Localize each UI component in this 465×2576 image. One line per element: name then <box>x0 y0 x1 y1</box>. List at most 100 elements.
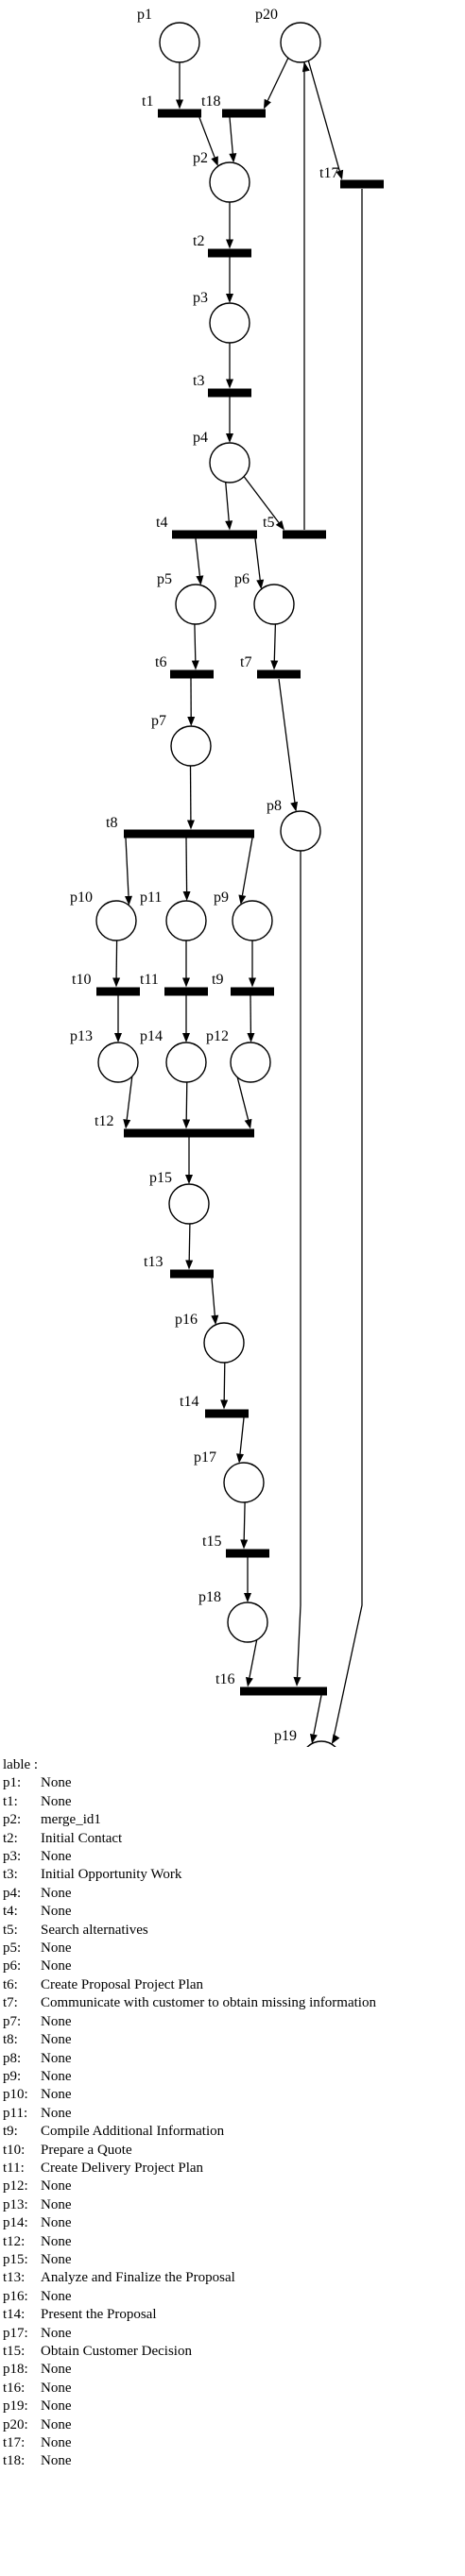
legend-key: t15: <box>3 2344 26 2359</box>
place-label-p9: p9 <box>214 890 229 906</box>
place-label-p7: p7 <box>151 713 166 729</box>
legend-value: None <box>41 2178 72 2195</box>
legend-value: Obtain Customer Decision <box>41 2344 192 2359</box>
arc-p9-t9 <box>249 941 256 988</box>
legend-row: p9:None <box>3 2068 376 2086</box>
place-label-p19: p19 <box>274 1728 297 1744</box>
legend-key: p19: <box>3 2398 28 2415</box>
transition-label-t17: t17 <box>319 165 338 181</box>
place-p11 <box>165 900 207 941</box>
place-label-p16: p16 <box>175 1312 198 1328</box>
legend-value: None <box>41 2362 72 2378</box>
legend-value: None <box>41 2380 72 2396</box>
legend-key: t14: <box>3 2307 26 2323</box>
place-p2 <box>209 161 250 203</box>
place-p10 <box>95 900 137 941</box>
place-label-p2: p2 <box>193 150 208 166</box>
legend-key: p17: <box>3 2325 28 2341</box>
legend-key: p20: <box>3 2416 28 2432</box>
arc-p13-t12 <box>123 1076 133 1129</box>
arc-p10-t10 <box>112 940 121 988</box>
arc-t8-p10 <box>124 838 132 906</box>
arc-p12-t12 <box>236 1076 252 1129</box>
transition-t7 <box>257 669 301 679</box>
legend-key: t7: <box>3 1995 18 2011</box>
arc-p4-t5 <box>243 476 284 531</box>
transition-label-t11: t11 <box>140 972 159 988</box>
place-p7 <box>170 725 212 767</box>
legend-key: p16: <box>3 2288 28 2304</box>
legend-value: None <box>41 2215 72 2231</box>
legend-row: t2:Initial Contact <box>3 1830 376 1848</box>
legend-row: p12:None <box>3 2178 376 2195</box>
legend-row: t11: Create Delivery Project Plan <box>3 2160 376 2178</box>
place-label-p17: p17 <box>194 1449 216 1466</box>
legend-value: Prepare a Quote <box>41 2142 132 2158</box>
arc-t8-p9 <box>238 838 253 906</box>
arc-p15-t13 <box>185 1223 194 1270</box>
transition-label-t5: t5 <box>263 515 274 531</box>
arc-t6-p7 <box>187 678 196 727</box>
legend-row: p19:None <box>3 2398 376 2415</box>
legend-key: t17: <box>3 2435 26 2451</box>
legend-key: t3: <box>3 1867 18 1883</box>
legend-row: t9: Compile Additional Information <box>3 2123 376 2141</box>
legend-value: None <box>41 1793 72 1809</box>
arc-t15-p18 <box>244 1557 251 1602</box>
transition-label-t13: t13 <box>144 1254 163 1270</box>
transition-label-t12: t12 <box>95 1113 113 1129</box>
transition-t15 <box>226 1549 269 1558</box>
legend-value: None <box>41 2050 72 2066</box>
legend-key: p18: <box>3 2362 28 2378</box>
place-p9 <box>232 900 273 941</box>
legend-value: None <box>41 2013 72 2029</box>
arc-t4-p6 <box>254 538 265 590</box>
legend-value: Create Delivery Project Plan <box>41 2160 204 2176</box>
place-label-p11: p11 <box>140 890 162 906</box>
legend-row: t10: Prepare a Quote <box>3 2142 376 2160</box>
legend-value: None <box>41 2233 72 2249</box>
arc-p16-t14 <box>220 1362 229 1410</box>
transition-t2 <box>208 248 251 258</box>
arc-t5-p20 <box>301 61 310 530</box>
legend-row: t18:None <box>3 2452 376 2470</box>
legend-key: t9: <box>3 2124 18 2140</box>
legend-row: p2:merge_id1 <box>3 1811 376 1829</box>
legend-key: p8: <box>3 2050 22 2066</box>
place-p6 <box>253 584 295 625</box>
legend-value: None <box>41 2435 72 2451</box>
legend-row: p11:None <box>3 2105 376 2123</box>
legend-value: Compile Additional Information <box>41 2124 225 2140</box>
legend-row: t15: Obtain Customer Decision <box>3 2343 376 2361</box>
place-p17 <box>223 1462 265 1503</box>
legend-row: t3: Initial Opportunity Work <box>3 1866 376 1884</box>
legend-key: t10: <box>3 2142 26 2158</box>
transition-label-t8: t8 <box>106 815 117 831</box>
legend-value: None <box>41 2032 72 2048</box>
arc-p3-t3 <box>226 343 233 389</box>
legend-key: t11: <box>3 2160 25 2176</box>
transition-t18 <box>222 109 266 118</box>
legend-row: p8: None <box>3 2050 376 2068</box>
arc-t3-p4 <box>226 397 233 443</box>
legend-value: None <box>41 2105 72 2121</box>
place-label-p1: p1 <box>137 7 152 23</box>
legend-row: p16:None <box>3 2288 376 2306</box>
legend-row: t8:None <box>3 2031 376 2049</box>
legend-row: p18: None <box>3 2361 376 2379</box>
legend-value: Initial Opportunity Work <box>41 1867 182 1883</box>
legend-value: None <box>41 1775 72 1791</box>
legend-value: None <box>41 2453 72 2469</box>
legend-key: t4: <box>3 1904 18 1920</box>
legend-row: t5:Search alternatives <box>3 1922 376 1940</box>
transition-label-t18: t18 <box>201 93 220 110</box>
transition-label-t1: t1 <box>142 93 153 110</box>
legend-key: t5: <box>3 1922 18 1938</box>
legend-value: None <box>41 2325 72 2341</box>
place-p12 <box>230 1042 271 1083</box>
arc-p18-t16 <box>245 1639 258 1687</box>
legend-value: Create Proposal Project Plan <box>41 1976 204 1992</box>
legend-value: None <box>41 1885 72 1901</box>
